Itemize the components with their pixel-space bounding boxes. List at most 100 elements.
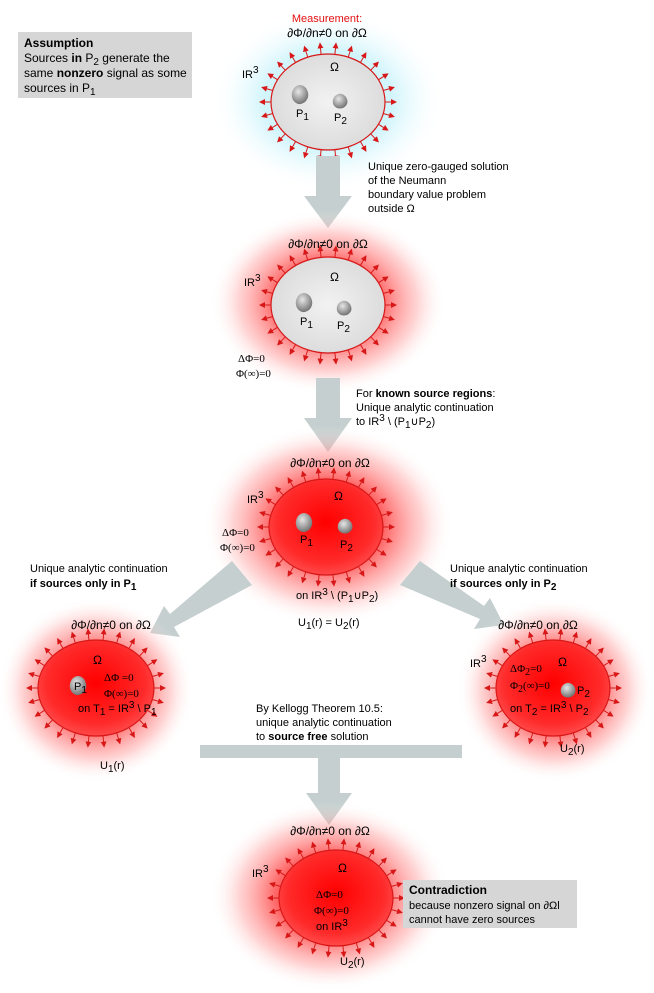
boundary-arrow bbox=[277, 264, 286, 274]
stage1-p1-label: P1 bbox=[296, 108, 309, 123]
boundary-arrow bbox=[347, 146, 353, 159]
contradiction-box: Contradiction because nonzero signal on … bbox=[403, 880, 577, 928]
stage5-space-label: IR3 bbox=[252, 864, 269, 880]
boundary-arrow bbox=[265, 548, 276, 556]
boundary-arrow bbox=[355, 841, 361, 854]
stage2-boundary-condition: ∂Φ/∂n≠0 on ∂Ω bbox=[288, 237, 368, 251]
svg-text:Unique analytic continuation: Unique analytic continuation bbox=[30, 563, 168, 575]
boundary-arrow bbox=[332, 245, 339, 258]
boundary-arrow bbox=[370, 264, 379, 274]
boundary-arrow bbox=[275, 869, 286, 877]
stage5-omega-region bbox=[278, 849, 394, 947]
boundary-arrow bbox=[325, 945, 332, 958]
boundary-arrow bbox=[139, 719, 148, 729]
stage5-boundary-condition: ∂Φ/∂n≠0 on ∂Ω bbox=[290, 824, 370, 838]
svg-text:boundary value problem: boundary value problem bbox=[368, 189, 486, 201]
arrow-branch-right bbox=[400, 561, 504, 629]
boundary-arrow bbox=[486, 698, 498, 705]
boundary-arrow bbox=[368, 486, 377, 496]
boundary-arrow bbox=[85, 628, 92, 641]
stage3-boundary-condition: ∂Φ/∂n≠0 on ∂Ω bbox=[290, 456, 370, 470]
stage1-boundary-condition: ∂Φ/∂n≠0 on ∂Ω bbox=[287, 26, 367, 40]
branch-left-text: Unique analytic continuation if sources … bbox=[30, 563, 168, 593]
boundary-arrow bbox=[492, 709, 503, 717]
contradiction-line2: cannot have zero sources bbox=[409, 914, 535, 926]
boundary-arrow bbox=[367, 848, 375, 859]
boundary-arrow bbox=[317, 352, 324, 365]
boundary-arrow bbox=[275, 486, 284, 496]
stage4-right-laplace: ΔΦ2=0 bbox=[510, 663, 542, 678]
boundary-arrow bbox=[359, 52, 367, 63]
stage3-p1-blob bbox=[295, 513, 313, 533]
boundary-arrow bbox=[370, 61, 379, 71]
stage2-p2-label: P2 bbox=[337, 320, 350, 335]
boundary-arrow bbox=[289, 141, 297, 152]
svg-text:if sources only in P2: if sources only in P2 bbox=[450, 578, 557, 593]
boundary-arrow bbox=[261, 315, 273, 322]
svg-text:Unique analytic continuation: Unique analytic continuation bbox=[450, 563, 588, 575]
stage5-infinity: Φ(∞)=0 bbox=[314, 905, 349, 917]
boundary-arrow bbox=[289, 344, 297, 355]
boundary-arrow bbox=[34, 659, 45, 667]
boundary-arrow bbox=[267, 276, 278, 284]
boundary-arrow bbox=[595, 719, 604, 729]
stage3-domain: on IR3 \ (P1∪P2) bbox=[296, 587, 378, 605]
boundary-arrow bbox=[301, 571, 307, 584]
boundary-arrow bbox=[572, 631, 578, 644]
boundary-arrow bbox=[486, 671, 498, 678]
boundary-arrow bbox=[542, 628, 549, 641]
boundary-arrow bbox=[317, 42, 324, 55]
stage4-right-omega-label: Ω bbox=[558, 655, 567, 669]
boundary-arrow bbox=[297, 848, 305, 859]
stage2-neumann-solution: ∂Φ/∂n≠0 on ∂Ω IR3 Ω P1 P2 ΔΦ=0 Φ(∞)=0 bbox=[210, 210, 446, 394]
boundary-arrow bbox=[357, 566, 365, 577]
boundary-arrow bbox=[340, 945, 347, 958]
stage4-left-domain: on T1 = IR3 \ P1 bbox=[78, 700, 157, 718]
stage2-space-label: IR3 bbox=[244, 273, 261, 289]
boundary-arrow bbox=[289, 52, 297, 63]
contradiction-title: Contradiction bbox=[409, 883, 487, 897]
stage3-laplace: ΔΦ=0 bbox=[222, 527, 249, 539]
stage3-omega-region bbox=[268, 478, 384, 576]
stage1-omega-label: Ω bbox=[330, 60, 339, 74]
boundary-arrow bbox=[367, 937, 375, 948]
assumption-line3: sources in P1 bbox=[24, 81, 96, 98]
stage4-left-laplace: ΔΦ =0 bbox=[104, 672, 134, 684]
boundary-arrow bbox=[330, 574, 337, 587]
boundary-arrow bbox=[277, 61, 286, 71]
boundary-arrow bbox=[514, 727, 522, 738]
svg-text:Unique analytic continuation: Unique analytic continuation bbox=[356, 402, 494, 414]
stage4-right-boundary-arrows bbox=[484, 628, 622, 748]
boundary-arrow bbox=[57, 638, 64, 649]
svg-text:of the Neumann: of the Neumann bbox=[368, 175, 446, 187]
stage3-boundary-arrows bbox=[257, 467, 395, 587]
stage4-left-omega-region bbox=[37, 639, 155, 737]
svg-text:Unique zero-gauged solution: Unique zero-gauged solution bbox=[368, 161, 509, 173]
stage4-right-space-label: IR3 bbox=[470, 654, 487, 670]
boundary-arrow bbox=[285, 929, 294, 939]
boundary-arrow bbox=[267, 326, 278, 334]
stage4-left-boundary-arrows bbox=[26, 628, 166, 748]
stage1-p2-blob bbox=[332, 93, 348, 109]
boundary-arrow bbox=[378, 73, 389, 81]
stage4-left-boundary-condition: ∂Φ/∂n≠0 on ∂Ω bbox=[71, 618, 151, 632]
boundary-arrow bbox=[152, 698, 164, 705]
boundary-arrow bbox=[378, 857, 387, 867]
boundary-arrow bbox=[128, 727, 135, 738]
boundary-arrow bbox=[70, 732, 77, 745]
stage1-p2-label: P2 bbox=[334, 112, 347, 127]
boundary-arrow bbox=[267, 123, 278, 131]
boundary-arrow bbox=[557, 735, 564, 748]
boundary-arrow bbox=[381, 510, 393, 517]
stage4-left-sources-p1: ∂Φ/∂n≠0 on ∂Ω Ω ΔΦ =0 Φ(∞)=0 P1 on T1 = … bbox=[0, 598, 194, 782]
stage3-infinity: Φ(∞)=0 bbox=[220, 542, 255, 554]
step3-text: By Kellogg Theorem 10.5: unique analytic… bbox=[256, 703, 392, 743]
boundary-arrow bbox=[275, 919, 286, 927]
stage2-p2-blob bbox=[336, 300, 352, 316]
boundary-arrow bbox=[285, 857, 294, 867]
boundary-arrow bbox=[147, 709, 158, 717]
assumption-line1: Sources in P2 generate the bbox=[24, 51, 170, 68]
svg-text:For known source regions:: For known source regions: bbox=[356, 388, 495, 400]
boundary-arrow bbox=[275, 558, 284, 568]
